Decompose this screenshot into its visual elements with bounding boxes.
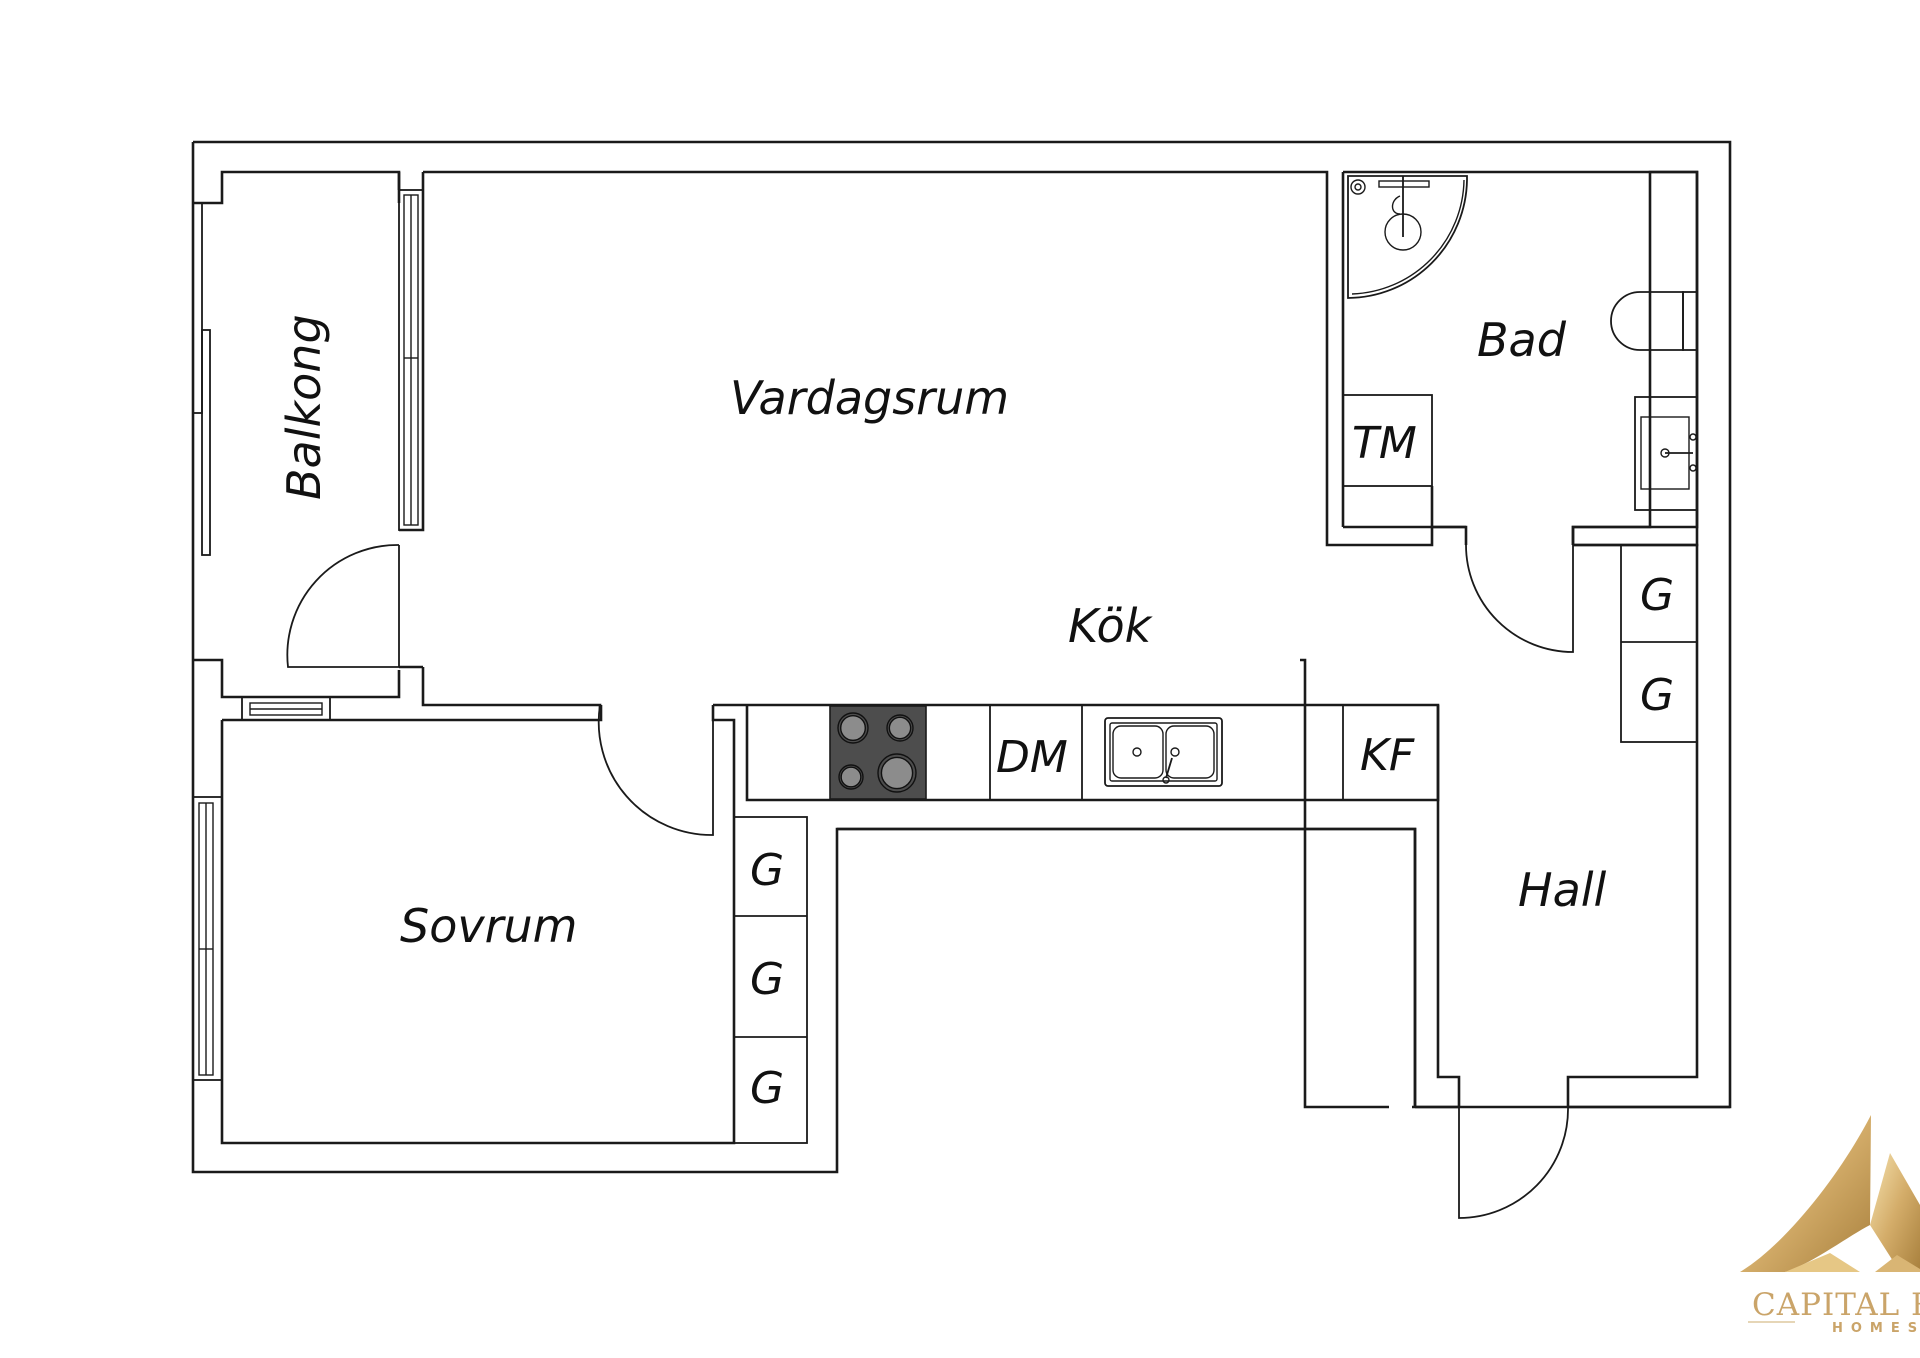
kitchen-counter <box>713 703 1440 802</box>
window-bedroom-top <box>241 696 331 721</box>
sink-icon <box>1104 717 1223 787</box>
outer-wall <box>191 140 1732 1174</box>
door-entrance <box>1458 1077 1569 1219</box>
burner-icon <box>886 714 914 742</box>
label-vardagsrum: Vardagsrum <box>730 371 1009 425</box>
window-balkong <box>398 189 424 531</box>
label-kf: KF <box>1360 730 1415 781</box>
mountain-logo-icon <box>1740 1115 1920 1272</box>
balkong-rail-2 <box>201 329 211 556</box>
label-tm: TM <box>1352 418 1417 469</box>
bad-wall <box>1341 172 1432 529</box>
label-bad: Bad <box>1477 313 1567 367</box>
brand-sub: HOMES <box>1832 1321 1920 1336</box>
label-hall: Hall <box>1518 863 1607 917</box>
burner-icon <box>837 712 869 744</box>
vardagsrum-left-wall <box>397 172 425 532</box>
label-wardrobe-bedroom-3: G <box>750 1063 784 1114</box>
burner-icon <box>838 764 864 790</box>
shower-icon <box>1347 175 1468 299</box>
door-bad <box>1465 544 1574 653</box>
wardrobe-hall <box>1620 544 1698 743</box>
washing-machine <box>1342 394 1433 487</box>
label-kok: Kök <box>1068 599 1154 653</box>
burner-icon <box>877 753 917 793</box>
toilet-icon <box>1610 291 1698 351</box>
wardrobe-bedroom <box>733 816 808 1144</box>
label-wardrobe-hall-1: G <box>1640 570 1674 621</box>
label-wardrobe-bedroom-2: G <box>750 954 784 1005</box>
label-sovrum: Sovrum <box>400 899 577 953</box>
balkong-rail <box>192 202 203 414</box>
door-sovrum <box>597 704 714 836</box>
brand-name: CAPITAL REALTIN <box>1752 1287 1920 1323</box>
washbasin-icon <box>1634 396 1698 511</box>
brand-logo: CAPITAL REALTIN HOMES <box>1740 1115 1920 1336</box>
label-balkong: Balkong <box>277 314 331 500</box>
corridor-wall <box>837 827 1417 1107</box>
door-balkong <box>286 544 400 668</box>
bad-inner <box>1343 170 1699 545</box>
window-bedroom-left <box>192 796 223 1081</box>
label-dm: DM <box>996 732 1068 783</box>
hall-wall <box>1436 543 1699 1107</box>
label-wardrobe-hall-2: G <box>1640 670 1674 721</box>
burners-icon <box>837 712 917 793</box>
label-wardrobe-bedroom-1: G <box>750 845 784 896</box>
